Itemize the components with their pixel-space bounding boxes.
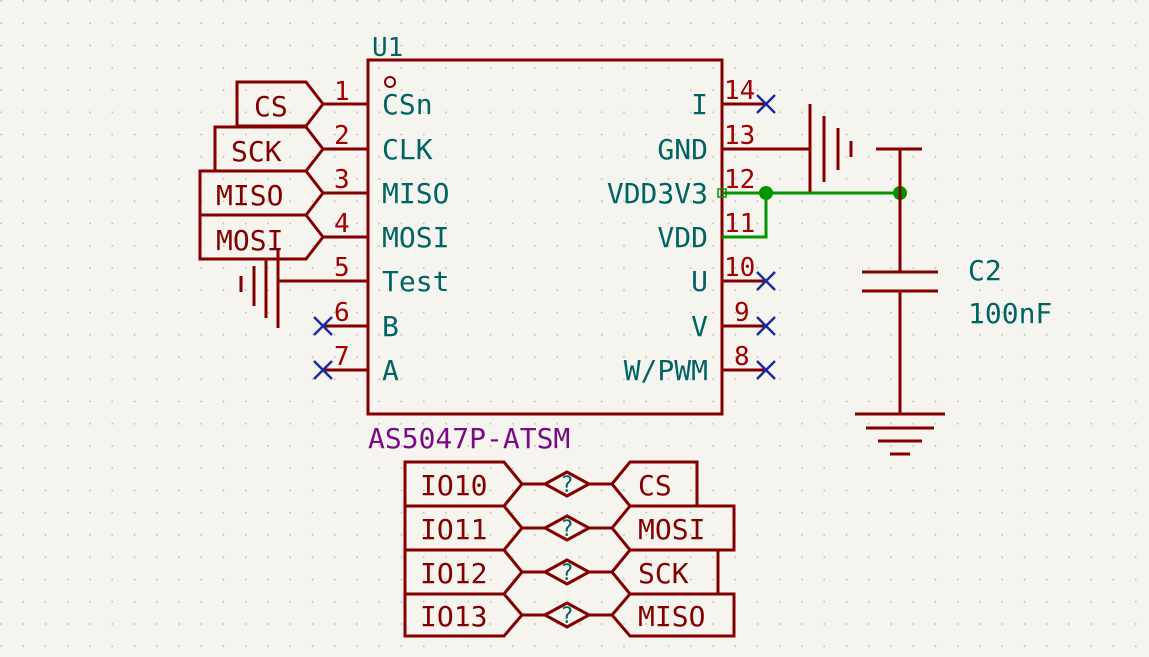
no-connect-icon — [313, 316, 333, 336]
pin-name: V — [691, 310, 708, 343]
label-io13: IO13 — [420, 600, 487, 633]
label-sck-frame — [610, 548, 720, 596]
pin-name: CLK — [382, 133, 433, 166]
label-marker-text: ? — [560, 604, 573, 629]
label-io11: IO11 — [420, 513, 487, 546]
label-cs-frame — [610, 460, 699, 508]
label-cs: CS — [638, 469, 672, 502]
pin-number: 10 — [724, 253, 755, 283]
label-text: SCK — [231, 135, 282, 168]
io-map-row-4[interactable]: IO13 ? MISO — [403, 592, 736, 638]
label-io12-frame — [403, 548, 524, 596]
chip-pin-11[interactable]: 11 VDD — [657, 209, 766, 254]
no-connect-icon — [756, 316, 776, 336]
pin-number: 4 — [334, 209, 350, 239]
pin-number: 11 — [724, 209, 755, 239]
junction-dot — [759, 186, 773, 200]
label-mosi: MOSI — [638, 513, 705, 546]
no-connect-icon — [756, 94, 776, 114]
pin-name: A — [382, 354, 399, 387]
global-label-mosi[interactable]: MOSI — [198, 213, 325, 261]
no-connect-icon — [756, 360, 776, 380]
pin-number: 1 — [334, 77, 350, 107]
pin-name: Test — [382, 265, 449, 298]
capacitor-c2[interactable]: C2 100nF — [862, 147, 1052, 414]
pin-number: 5 — [334, 253, 350, 283]
pin-name: VDD3V3 — [607, 177, 708, 210]
pin-number: 13 — [724, 121, 755, 151]
io-map-row-3[interactable]: IO12 ? SCK — [403, 548, 720, 596]
label-io11-frame — [403, 504, 524, 552]
ground-symbol-gnd[interactable] — [808, 104, 853, 193]
pin-number: 12 — [724, 165, 755, 195]
global-label-miso[interactable]: MISO — [198, 169, 325, 217]
pin-number: 8 — [734, 342, 750, 372]
chip-pin-7[interactable]: 7 A — [323, 342, 399, 387]
label-marker-text: ? — [560, 473, 573, 498]
chip-pin-8[interactable]: 8 W/PWM — [624, 342, 766, 387]
pin-name: MISO — [382, 177, 449, 210]
chip-pin-5[interactable]: 5 Test — [278, 253, 449, 298]
ground-symbol-cap[interactable] — [855, 412, 945, 456]
pin-number: 6 — [334, 298, 350, 328]
chip-pin-13[interactable]: 13 GND — [657, 121, 810, 166]
io-map-row-2[interactable]: IO11 ? MOSI — [403, 504, 736, 552]
label-mosi-frame — [610, 504, 736, 552]
label-io10-frame — [403, 460, 524, 508]
pin-name: MOSI — [382, 221, 449, 254]
pin-name: CSn — [382, 88, 433, 121]
io-map-row-1[interactable]: IO10 ? CS — [403, 460, 699, 508]
chip-pin-6[interactable]: 6 B — [323, 298, 399, 343]
label-text: MISO — [216, 179, 283, 212]
label-io12: IO12 — [420, 557, 487, 590]
chip-pin-1[interactable]: 1 CSn — [323, 77, 433, 121]
pin-name: VDD — [657, 221, 708, 254]
pin-name: W/PWM — [624, 354, 708, 387]
chip-pin-14[interactable]: 14 I — [691, 76, 766, 121]
pin-number: 3 — [334, 165, 350, 195]
label-io10: IO10 — [420, 469, 487, 502]
chip-pin-2[interactable]: 2 CLK — [323, 121, 433, 166]
capacitor-reference: C2 — [968, 254, 1002, 287]
global-label-sck[interactable]: SCK — [213, 125, 325, 173]
chip-pin-3[interactable]: 3 MISO — [323, 165, 449, 210]
ground-symbol-test[interactable] — [239, 248, 280, 328]
pin-number: 14 — [724, 76, 755, 106]
chip-u1[interactable]: U1 AS5047P-ATSM 1 CSn 2 CLK 3 MISO 4 MOS… — [278, 33, 810, 455]
pin-name: GND — [657, 133, 708, 166]
chip-reference: U1 — [372, 33, 403, 63]
global-label-cs[interactable]: CS — [235, 80, 325, 128]
label-text: CS — [254, 90, 288, 123]
pin1-marker — [384, 76, 396, 88]
vdd-net[interactable] — [717, 186, 907, 239]
chip-pin-9[interactable]: 9 V — [691, 298, 766, 343]
no-connect-markers — [313, 94, 776, 380]
chip-pin-4[interactable]: 4 MOSI — [323, 209, 449, 254]
label-miso-frame — [610, 592, 736, 638]
chip-part-number: AS5047P-ATSM — [368, 422, 570, 455]
pin-number: 2 — [334, 121, 350, 151]
no-connect-icon — [756, 271, 776, 291]
chip-pin-12[interactable]: 12 VDD3V3 — [607, 165, 766, 210]
pin-name: I — [691, 88, 708, 121]
label-sck: SCK — [638, 557, 689, 590]
pin-name: B — [382, 310, 399, 343]
label-marker-text: ? — [560, 517, 573, 542]
pin-name: U — [691, 265, 708, 298]
no-connect-icon — [313, 360, 333, 380]
label-text: MOSI — [216, 224, 283, 257]
chip-pin-10[interactable]: 10 U — [691, 253, 766, 298]
label-io13-frame — [403, 592, 524, 638]
label-marker-text: ? — [560, 561, 573, 586]
pin-number: 7 — [334, 342, 350, 372]
capacitor-value: 100nF — [968, 297, 1052, 330]
pin-number: 9 — [734, 298, 750, 328]
label-miso: MISO — [638, 600, 705, 633]
